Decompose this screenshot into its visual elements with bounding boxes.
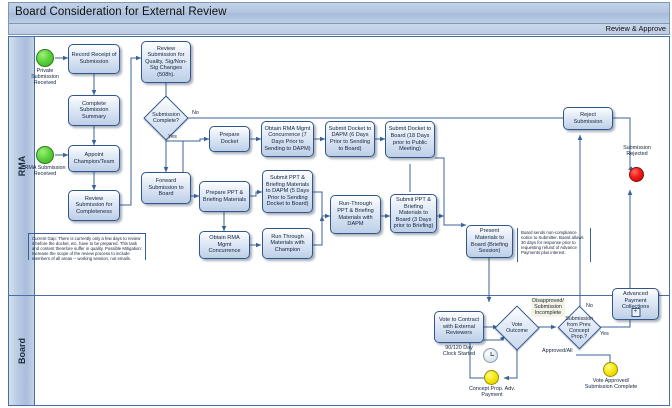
event-label-concept-prop-adv-payment: Concept Prop. Adv. Payment xyxy=(468,386,516,399)
task-label: Present Materials to Board (Briefing Ses… xyxy=(470,228,509,255)
task-record-receipt-of-submission[interactable]: Record Receipt of Submission xyxy=(68,44,120,74)
edge-label-approved-all: Approved/All xyxy=(542,348,573,354)
task-label: Prepare PPT & Briefing Materials xyxy=(202,189,247,203)
task-label: Record Receipt of Submission xyxy=(71,52,117,65)
event-private-submission-received[interactable] xyxy=(36,49,54,67)
task-label: Obtain RMA Mgmt Concurrence (7 Days Prio… xyxy=(264,125,311,152)
page-title: Board Consideration for External Review xyxy=(15,6,227,18)
event-vote-approved-submission-complete[interactable] xyxy=(603,362,618,377)
lane-board: Board xyxy=(9,296,669,405)
lane-header-rma: RMA xyxy=(9,37,35,295)
task-prepare-ppt-briefing-materials[interactable]: Prepare PPT & Briefing Materials xyxy=(199,181,250,212)
gateway-label: Submission from Prev. Concept Prop.? xyxy=(565,315,594,340)
task-submit-ppt-briefing-to-dapm[interactable]: Submit PPT & Briefing Materials to DAPM … xyxy=(262,170,313,213)
task-reject-submission[interactable]: Reject Submission xyxy=(563,107,613,130)
timer-label-clock-started: 90/120 Day Clock Started xyxy=(442,345,476,358)
event-label-rma-submission-received: RMA Submission Received xyxy=(24,165,66,178)
event-label-submission-rejected: Submission Rejected xyxy=(623,145,651,158)
task-label: Forward Submission to Board xyxy=(148,178,184,198)
task-submit-docket-to-dapm[interactable]: Submit Docket to DAPM (6 Days Prior to S… xyxy=(325,121,375,157)
window-title-bar: Board Consideration for External Review xyxy=(8,2,670,24)
event-label-private-submission-received: Private Submission Received xyxy=(31,68,59,87)
event-submission-rejected[interactable] xyxy=(629,167,644,182)
task-label: Submit PPT & Briefing Materials to DAPM … xyxy=(265,175,310,208)
task-label: Prepare Docket xyxy=(219,132,240,145)
task-label: Advanced Payment Collections xyxy=(622,291,649,310)
task-label: Submit Docket to Board (18 Days prior to… xyxy=(388,126,432,153)
task-forward-submission-to-board[interactable]: Forward Submission to Board xyxy=(141,172,191,204)
task-label: Obtain RMA Mgmt Concurrence xyxy=(208,235,241,255)
window-subtitle-bar: Review & Approve xyxy=(8,24,670,35)
task-run-through-materials-with-champion[interactable]: Run Through Materials with Champion xyxy=(262,228,313,259)
event-timer-90-120-day-clock[interactable] xyxy=(483,348,498,363)
task-appoint-champion-team[interactable]: Appoint Champion/Team xyxy=(68,145,120,172)
task-obtain-rma-mgmt-concurrence-docket[interactable]: Obtain RMA Mgmt Concurrence (7 Days Prio… xyxy=(261,121,314,157)
task-advanced-payment-collections[interactable]: Advanced Payment Collections + xyxy=(612,288,659,320)
gateway-label: Submission Complete? xyxy=(152,112,180,124)
event-concept-prop-adv-payment[interactable] xyxy=(484,370,499,385)
task-label: Appoint Champion/Team xyxy=(73,151,115,165)
annotation-current-gap: Current Gap: There is currently only a f… xyxy=(28,233,146,261)
task-submit-docket-to-board[interactable]: Submit Docket to Board (18 Days prior to… xyxy=(385,121,435,158)
task-label: Vote to Contract with External Reviewers xyxy=(438,317,480,337)
task-label: Submit PPT & Briefing Materials to Board… xyxy=(393,197,434,230)
annotation-board-noncompliance-notice: Board sends non-compliance notice to Sub… xyxy=(517,228,591,262)
task-review-submission-for-completeness[interactable]: Review Submission for Completeness xyxy=(68,190,120,221)
task-vote-to-contract-with-external-reviewers[interactable]: Vote to Contract with External Reviewers xyxy=(434,311,484,343)
event-label-vote-approved-submission-complete: Vote Approved/ Submission Complete xyxy=(584,378,638,391)
task-complete-submission-summary[interactable]: Complete Submission Summary xyxy=(68,95,120,126)
subprocess-expand-icon[interactable]: + xyxy=(631,308,640,317)
event-rma-submission-received[interactable] xyxy=(36,146,54,164)
edge-label-no-submission-complete: No xyxy=(192,110,199,116)
process-category-label: Review & Approve xyxy=(605,24,666,33)
task-label: Review Submission for Quality, Sig/Non-S… xyxy=(145,45,187,78)
task-label: Reject Submission xyxy=(573,111,603,125)
edge-label-no-prev-concept-prop: No xyxy=(586,303,593,309)
gateway-label: Vote Outcome xyxy=(506,322,528,334)
task-label: Run Through Materials with Champion xyxy=(270,233,305,253)
lane-rma: RMA xyxy=(9,37,669,296)
lane-header-board: Board xyxy=(9,296,35,405)
task-label: Complete Submission Summary xyxy=(79,100,109,120)
task-prepare-docket[interactable]: Prepare Docket xyxy=(209,126,250,152)
edge-label-disapproved-submission-incomplete: Disapproved/ Submission Incomplete xyxy=(531,298,565,317)
task-present-materials-to-board[interactable]: Present Materials to Board (Briefing Ses… xyxy=(466,225,513,258)
task-review-submission-for-quality[interactable]: Review Submission for Quality, Sig/Non-S… xyxy=(141,41,191,83)
task-label: Run-Through PPT & Briefing Materials wit… xyxy=(337,201,374,228)
task-submit-ppt-briefing-to-board[interactable]: Submit PPT & Briefing Materials to Board… xyxy=(390,194,437,233)
edge-label-yes-prev-concept-prop: Yes xyxy=(600,331,609,337)
edge-label-yes-submission-complete: Yes xyxy=(168,134,177,140)
task-label: Submit Docket to DAPM (6 Days Prior to S… xyxy=(328,125,372,152)
clock-icon xyxy=(484,349,497,362)
lane-label-board: Board xyxy=(16,337,27,364)
task-obtain-rma-mgmt-concurrence-ppt[interactable]: Obtain RMA Mgmt Concurrence xyxy=(199,231,250,259)
task-label: Review Submission for Completeness xyxy=(75,195,113,215)
task-run-through-ppt-with-dapm[interactable]: Run-Through PPT & Briefing Materials wit… xyxy=(330,195,381,234)
